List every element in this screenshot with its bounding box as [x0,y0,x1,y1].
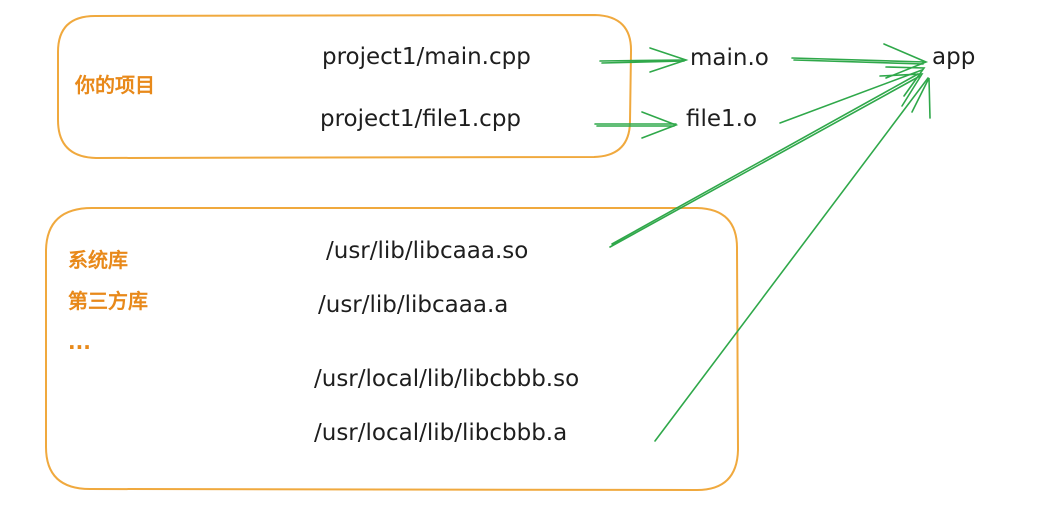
library-file-libcbbb-so: /usr/local/lib/libcbbb.so [314,366,580,392]
source-file-file1-cpp: project1/file1.cpp [320,106,522,132]
arrow-libcaaa-so-to-app [609,73,921,248]
system-box-label-ellipsis: ... [68,330,91,354]
arrow-main-o-to-app [791,57,926,65]
arrow-file1-cpp-to-file1-o [594,123,677,127]
system-box-label-third-party: 第三方库 [68,289,148,313]
arrowhead-main-o [649,47,689,73]
arrowhead-app-libcbbb [911,77,931,119]
library-file-libcaaa-so: /usr/lib/libcaaa.so [326,238,529,264]
library-file-libcaaa-a: /usr/lib/libcaaa.a [318,292,509,318]
arrowhead-app-file1 [885,66,926,97]
output-app: app [932,44,976,70]
arrow-main-cpp-to-main-o [599,59,687,64]
source-file-main-cpp: project1/main.cpp [322,44,531,70]
system-box [45,207,740,492]
project-box-label: 你的项目 [75,73,155,97]
project-box [57,13,633,160]
arrowhead-file1-o [641,111,679,139]
library-file-libcbbb-a: /usr/local/lib/libcbbb.a [314,420,568,446]
object-file-file1-o: file1.o [686,106,758,132]
arrow-libcbbb-a-to-app [654,77,929,442]
arrowhead-app-libcaaa [879,73,924,107]
arrow-file1-o-to-app [779,69,923,124]
arrowhead-app-main [883,43,929,79]
object-file-main-o: main.o [690,45,769,71]
system-box-label-system-libs: 系统库 [68,248,128,272]
